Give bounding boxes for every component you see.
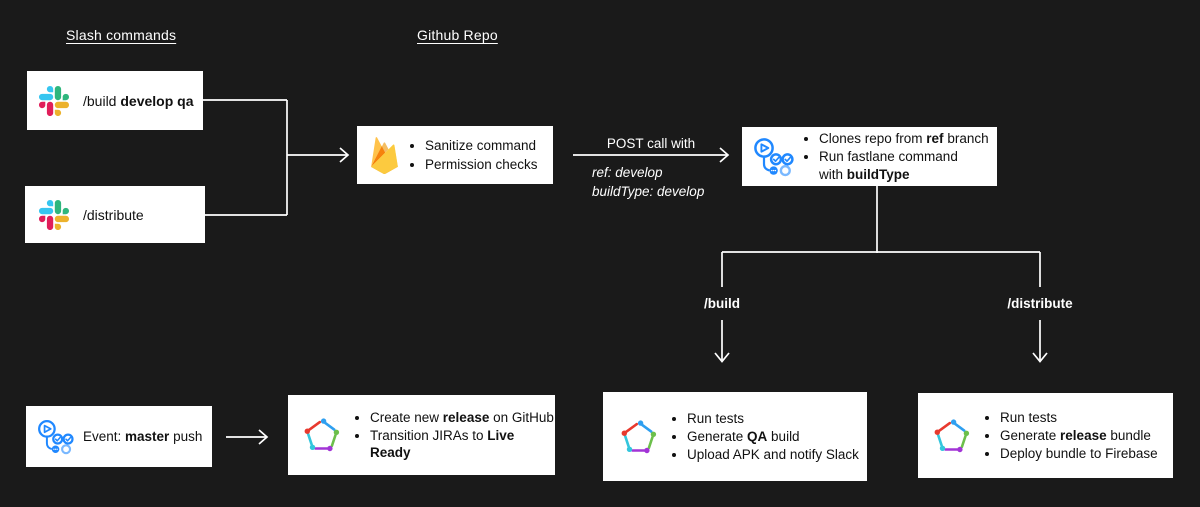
edge-label-build: /build	[704, 296, 740, 311]
fastlane-icon	[617, 416, 661, 458]
github-actions-icon	[752, 137, 794, 177]
bullet-item: Run tests	[1000, 409, 1158, 426]
node-label: /build develop qa	[83, 92, 194, 109]
edge-label-post-call: POST call with	[606, 136, 696, 151]
slack-icon	[39, 85, 69, 116]
node-fastlane-release: Create new release on GitHub Transition …	[288, 395, 555, 475]
node-bullet-list: Clones repo from ref branch Run fastlane…	[802, 129, 989, 184]
heading-slash-commands: Slash commands	[66, 27, 177, 43]
node-slack-build: /build develop qa	[27, 71, 203, 130]
node-firebase-functions: Sanitize command Permission checks	[357, 126, 553, 184]
bullet-item: Deploy bundle to Firebase	[1000, 445, 1158, 462]
edge-label-distribute: /distribute	[1007, 296, 1073, 311]
bullet-item: Clones repo from ref branch	[819, 130, 989, 147]
node-bullet-list: Run tests Generate QA build Upload APK a…	[670, 409, 859, 465]
node-bullet-list: Sanitize command Permission checks	[408, 136, 538, 174]
bullet-item: Permission checks	[425, 156, 538, 173]
firebase-icon	[371, 136, 398, 174]
node-label: /distribute	[83, 206, 144, 223]
bullet-item: Sanitize command	[425, 137, 538, 154]
node-fastlane-qa: Run tests Generate QA build Upload APK a…	[603, 392, 867, 481]
slack-icon	[39, 199, 69, 230]
bullet-item: Generate QA build	[687, 428, 859, 445]
bullet-item: Run tests	[687, 410, 859, 427]
heading-github-repo: Github Repo	[417, 27, 498, 43]
node-github-actions: Clones repo from ref branch Run fastlane…	[742, 127, 997, 186]
github-actions-icon	[36, 419, 74, 455]
fastlane-icon	[930, 415, 974, 457]
bullet-item: Upload APK and notify Slack	[687, 446, 859, 463]
node-label: Event: master push	[83, 429, 203, 444]
fastlane-icon	[300, 414, 344, 456]
node-slack-distribute: /distribute	[25, 186, 205, 243]
bullet-item: Generate release bundle	[1000, 427, 1158, 444]
node-bullet-list: Create new release on GitHub Transition …	[353, 408, 555, 463]
node-fastlane-distribute: Run tests Generate release bundle Deploy…	[918, 393, 1173, 478]
node-master-event: Event: master push	[26, 406, 212, 467]
bullet-item: Transition JIRAs to Live Ready	[370, 427, 555, 462]
bullet-item: Create new release on GitHub	[370, 409, 555, 426]
node-bullet-list: Run tests Generate release bundle Deploy…	[983, 408, 1158, 464]
